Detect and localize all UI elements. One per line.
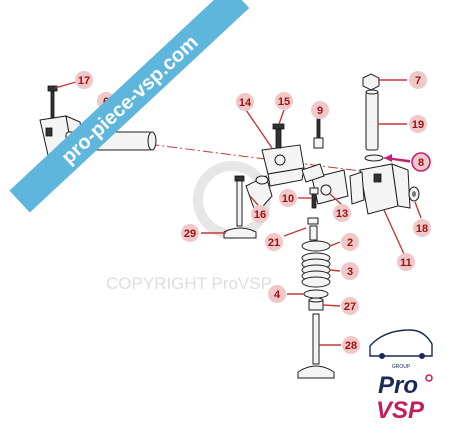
washer-4 [303,289,329,299]
callout-8[interactable]: 8 [411,152,431,172]
callout-15[interactable]: 15 [275,92,293,110]
callout-18-label: 18 [416,223,428,235]
screw-10 [309,187,319,209]
callout-29[interactable]: 29 [181,224,199,242]
callout-7[interactable]: 7 [409,71,427,89]
callout-27-label: 27 [344,301,356,313]
callout-18[interactable]: 18 [413,219,431,237]
callout-13-label: 13 [336,208,348,220]
callout-4-label: 4 [274,289,281,301]
callout-16[interactable]: 16 [251,205,269,223]
logo-line-1: Pro [378,372,418,399]
callout-10[interactable]: 10 [279,189,297,207]
valve-28 [297,313,335,379]
wheel-icon [419,353,425,359]
callout-19[interactable]: 19 [409,115,427,133]
callout-21[interactable]: 21 [265,233,283,251]
callout-16-label: 16 [254,209,266,221]
highlight-arrow [384,154,411,162]
washer-8 [364,154,384,162]
right-rocker-support [349,163,411,215]
callout-28[interactable]: 28 [342,336,360,354]
callout-9[interactable]: 9 [311,101,329,119]
provsp-logo[interactable]: GROUP Pro VSP [369,329,433,424]
callout-11-label: 11 [400,257,412,269]
callout-8-label: 8 [418,157,424,169]
callout-4[interactable]: 4 [268,285,286,303]
callout-3[interactable]: 3 [341,262,359,280]
callout-9-label: 9 [317,105,323,117]
callout-17[interactable]: 17 [75,71,93,89]
parts-21 [307,217,319,241]
callout-21-label: 21 [268,237,280,249]
wheel-icon [379,353,385,359]
callout-2-label: 2 [347,237,353,249]
callout-27[interactable]: 27 [341,297,359,315]
callout-14-label: 14 [239,97,252,109]
plug-18 [408,186,420,202]
rocker-arm-13 [301,163,349,205]
callout-11[interactable]: 11 [397,253,415,271]
callout-14[interactable]: 14 [236,93,254,111]
logo-tag: GROUP [392,364,411,370]
copyright-watermark: COPYRIGHT ProVSP [106,274,272,293]
nut-tube-7-19 [362,73,380,151]
valve-29 [223,175,257,239]
callout-15-label: 15 [278,96,290,108]
callout-2[interactable]: 2 [341,233,359,251]
spring-cap-2 [301,240,331,252]
callout-29-label: 29 [184,228,196,240]
callout-17-label: 17 [78,75,90,87]
logo-line-2: VSP [376,397,425,424]
callout-28-label: 28 [345,340,357,352]
pushrod-16 [245,175,273,215]
banner-ribbon: pro-piece-vsp.com [9,0,250,213]
callout-7-label: 7 [415,75,421,87]
spring-3 [301,252,331,288]
callout-19-label: 19 [412,119,424,131]
rocker-arm-14 [261,123,305,187]
screw-17 [47,85,58,119]
callout-10-label: 10 [282,193,294,205]
seal-27 [308,297,324,311]
car-outline-icon [369,329,433,357]
logo-dot-icon [425,374,433,382]
callout-13[interactable]: 13 [333,204,351,222]
callout-3-label: 3 [347,266,353,278]
